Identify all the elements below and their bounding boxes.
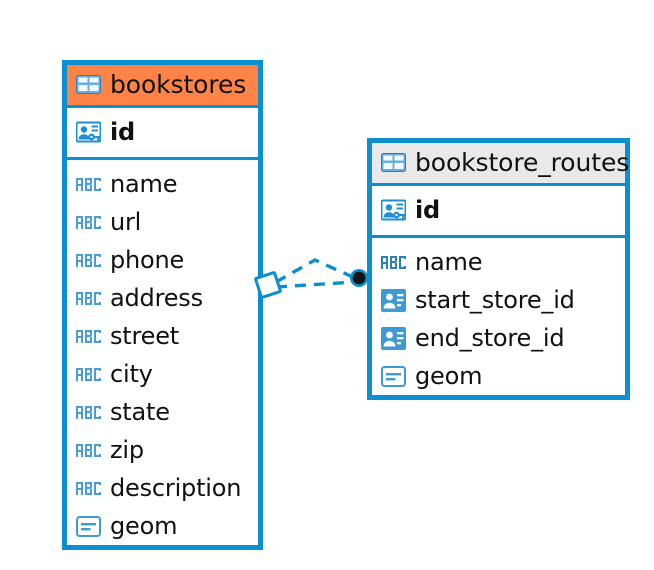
field-row-state[interactable]: state: [76, 393, 248, 431]
abc-text-icon: [76, 177, 101, 191]
relationship-connector-bookstores-to-bookstore-routes[interactable]: [254, 238, 380, 308]
primary-key-icon: [381, 199, 406, 220]
table-icon: [76, 75, 101, 94]
geometry-icon: [381, 365, 406, 387]
entity-header-bookstore-routes[interactable]: bookstore_routes: [372, 143, 629, 186]
abc-text-icon: [76, 367, 101, 381]
abc-text-icon: [76, 329, 101, 343]
abc-text-icon: [76, 291, 101, 305]
field-row-city[interactable]: city: [76, 355, 248, 393]
field-label-phone: phone: [110, 246, 185, 274]
field-row-phone[interactable]: phone: [76, 241, 248, 279]
field-row-id[interactable]: id: [381, 189, 615, 231]
field-label-id: id: [110, 118, 136, 146]
primary-key-icon: [76, 121, 101, 142]
field-label-name: name: [415, 248, 483, 276]
relationship-source-diamond-icon: [254, 271, 282, 299]
entity-title-bookstore-routes: bookstore_routes: [415, 148, 630, 177]
field-label-geom: geom: [415, 362, 483, 390]
entity-bookstore-routes[interactable]: bookstore_routes id: [367, 138, 630, 400]
table-icon: [381, 153, 406, 172]
geometry-icon: [76, 515, 101, 537]
field-row-url[interactable]: url: [76, 203, 248, 241]
foreign-key-icon: [381, 326, 406, 350]
field-label-name: name: [110, 170, 178, 198]
field-label-city: city: [110, 360, 153, 388]
field-label-street: street: [110, 322, 179, 350]
entity-title-bookstores: bookstores: [110, 70, 247, 99]
relationship-line-lower: [275, 280, 356, 289]
abc-text-icon: [381, 255, 406, 269]
field-label-address: address: [110, 284, 203, 312]
field-row-address[interactable]: address: [76, 279, 248, 317]
field-row-street[interactable]: street: [76, 317, 248, 355]
field-section-bookstores: name url: [67, 160, 258, 552]
field-row-zip[interactable]: zip: [76, 431, 248, 469]
abc-text-icon: [76, 481, 101, 495]
field-label-zip: zip: [110, 436, 144, 464]
field-row-end-store-id[interactable]: end_store_id: [381, 319, 615, 357]
field-row-description[interactable]: description: [76, 469, 248, 507]
abc-text-icon: [76, 405, 101, 419]
abc-text-icon: [76, 443, 101, 457]
field-label-start-store-id: start_store_id: [415, 286, 575, 314]
field-label-end-store-id: end_store_id: [415, 324, 565, 352]
field-row-geom[interactable]: geom: [381, 357, 615, 395]
field-row-name[interactable]: name: [76, 165, 248, 203]
field-row-id[interactable]: id: [76, 111, 248, 153]
foreign-key-icon: [381, 288, 406, 312]
primary-key-section-bookstores: id: [67, 108, 258, 160]
entity-bookstores[interactable]: bookstores id: [62, 60, 263, 550]
primary-key-section-bookstore-routes: id: [372, 186, 625, 238]
field-row-start-store-id[interactable]: start_store_id: [381, 281, 615, 319]
relationship-line-upper: [275, 258, 356, 284]
entity-header-bookstores[interactable]: bookstores: [67, 65, 258, 108]
abc-text-icon: [76, 215, 101, 229]
field-label-id: id: [415, 196, 441, 224]
field-section-bookstore-routes: name start_store_id: [372, 238, 625, 402]
relationship-target-circle-icon: [350, 269, 368, 287]
field-label-state: state: [110, 398, 170, 426]
field-label-geom: geom: [110, 512, 178, 540]
field-label-description: description: [110, 474, 242, 502]
field-row-geom[interactable]: geom: [76, 507, 248, 545]
field-label-url: url: [110, 208, 142, 236]
field-row-name[interactable]: name: [381, 243, 615, 281]
abc-text-icon: [76, 253, 101, 267]
